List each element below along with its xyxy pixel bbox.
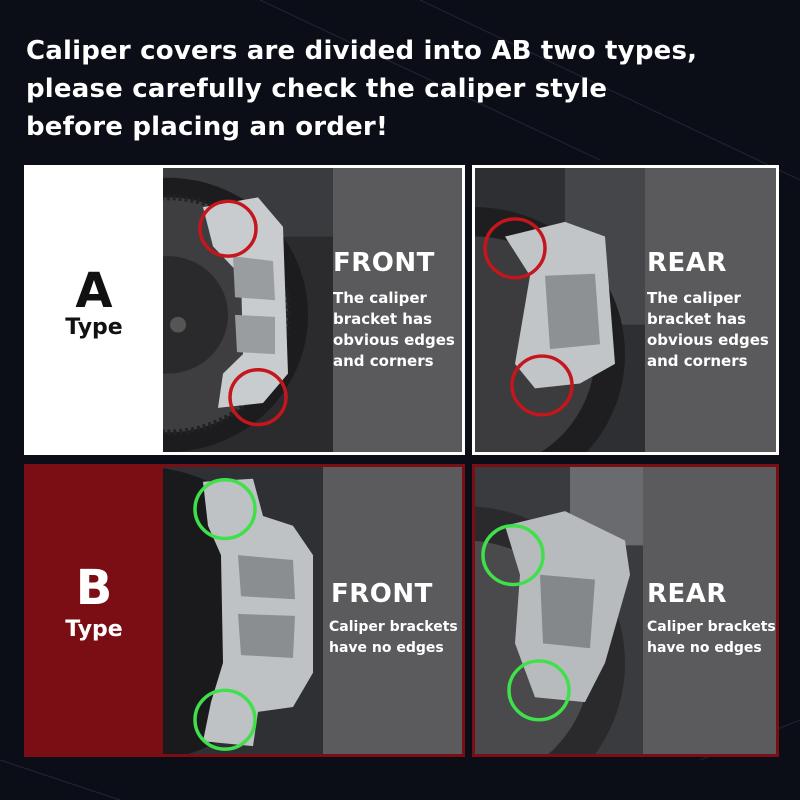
type-b-front-panel: FRONT Caliper brackets have no edges xyxy=(160,464,465,757)
description-line: bracket has xyxy=(647,310,747,328)
type-letter: A xyxy=(75,263,113,319)
description-line: have no edges xyxy=(329,640,444,656)
headline-line: before placing an order! xyxy=(26,112,389,142)
description-line: and corners xyxy=(333,352,434,370)
side-description: Caliper brackets have no edges xyxy=(329,617,462,659)
side-title: FRONT xyxy=(333,248,435,278)
description-line: The caliper xyxy=(647,289,741,307)
description-line: have no edges xyxy=(647,640,762,656)
type-word: Type xyxy=(65,315,123,340)
headline-line: Caliper covers are divided into AB two t… xyxy=(26,36,698,66)
description-line: obvious edges xyxy=(333,331,455,349)
type-a-rear-panel: REAR The caliper bracket has obvious edg… xyxy=(472,165,779,455)
description-line: obvious edges xyxy=(647,331,769,349)
side-description: The caliper bracket has obvious edges an… xyxy=(647,288,776,372)
description-line: Caliper brackets xyxy=(329,619,458,635)
type-word: Type xyxy=(65,617,123,642)
type-letter: B xyxy=(75,560,113,616)
description-line: bracket has xyxy=(333,310,433,328)
caliper-photo xyxy=(475,467,643,754)
type-a-row: A Type FRONT The caliper bracket has obv… xyxy=(24,165,779,455)
headline-line: please carefully check the caliper style xyxy=(26,74,608,104)
side-title: REAR xyxy=(647,579,727,609)
side-description: The caliper bracket has obvious edges an… xyxy=(333,288,462,372)
type-b-row: B Type FRONT Caliper brackets have no ed… xyxy=(24,464,779,757)
caliper-photo xyxy=(475,168,645,452)
type-a-label: A Type xyxy=(24,165,164,455)
description-line: and corners xyxy=(647,352,748,370)
type-b-label: B Type xyxy=(24,464,164,757)
headline: Caliper covers are divided into AB two t… xyxy=(26,32,786,146)
type-b-rear-panel: REAR Caliper brackets have no edges xyxy=(472,464,779,757)
caliper-photo xyxy=(163,467,323,754)
side-description: Caliper brackets have no edges xyxy=(647,617,776,659)
description-line: Caliper brackets xyxy=(647,619,776,635)
type-a-front-panel: FRONT The caliper bracket has obvious ed… xyxy=(160,165,465,455)
side-title: FRONT xyxy=(331,579,433,609)
caliper-photo xyxy=(163,168,333,452)
description-line: The caliper xyxy=(333,289,427,307)
side-title: REAR xyxy=(647,248,727,278)
